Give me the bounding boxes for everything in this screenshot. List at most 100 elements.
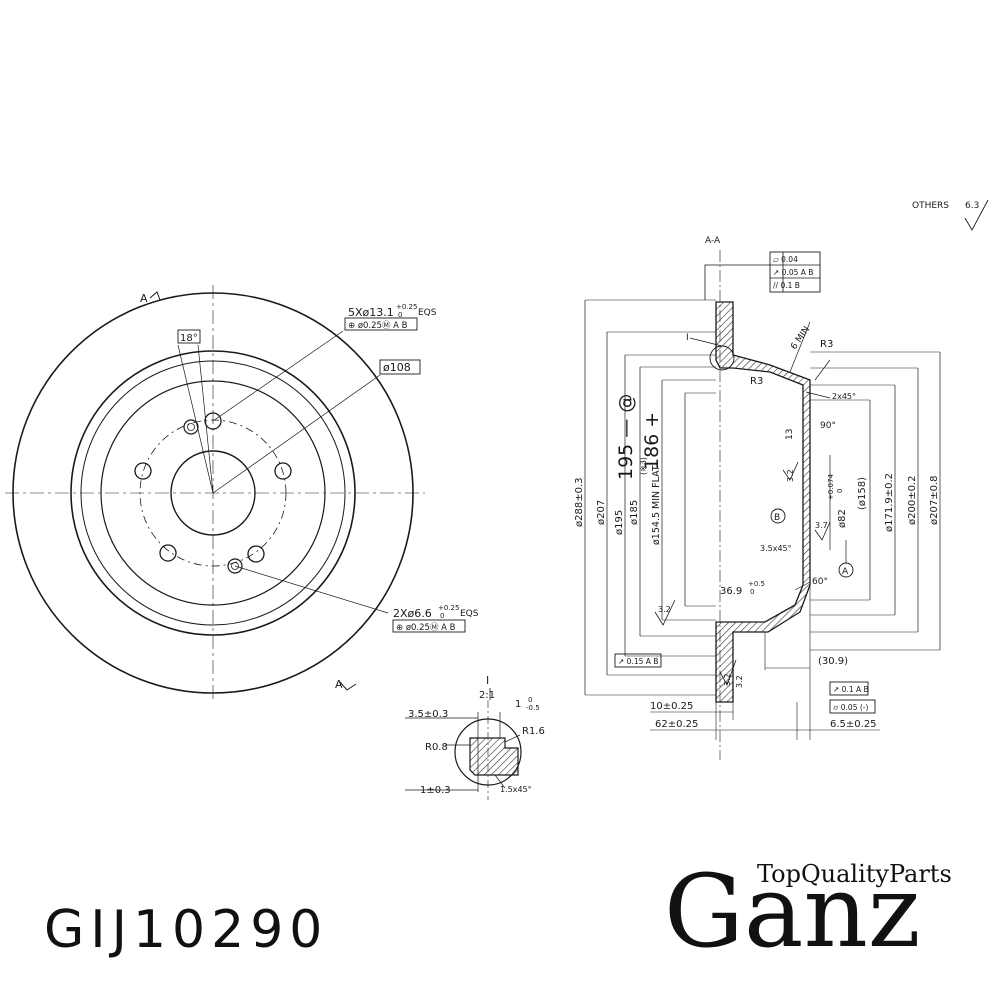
dim-65: 6.5±0.25	[830, 719, 877, 730]
dim-200: ø200±0.2	[907, 476, 918, 526]
gdt-frame-right-2	[829, 699, 876, 714]
dim-60: 60°	[812, 577, 828, 587]
hand-195: 195 — @	[615, 394, 637, 480]
detail-scale: 2:1	[479, 690, 495, 701]
roughness-general: 6.3	[965, 201, 979, 211]
small-hole	[183, 419, 199, 435]
dim-chamfer: 2x45°	[832, 392, 856, 401]
bolt-hole	[274, 462, 292, 480]
small-holes-frame-box	[392, 619, 466, 633]
detail-depth-tol-low: -0.5	[526, 704, 540, 712]
detail-view	[405, 688, 522, 800]
dim-369: 36.9	[720, 586, 742, 597]
part-number: GIJ10290	[44, 900, 329, 960]
dim-369-tol: +0.5	[748, 580, 765, 588]
small-holes-tol-low: 0	[440, 612, 444, 620]
section-view	[584, 199, 989, 760]
dim-37: 3.7	[815, 521, 828, 530]
gdt-parallel: // 0.1 B	[773, 281, 800, 290]
angle-label: 18°	[180, 333, 198, 344]
dim-r3-left: R3	[750, 376, 763, 387]
small-holes-frame: ⊕ ø0.25Ⓜ A B	[396, 623, 456, 633]
detail-r16: R1.6	[522, 726, 545, 737]
detail-section	[469, 737, 519, 776]
small-holes-eqs: EQS	[460, 609, 479, 619]
gdt-runout-left: ↗ 0.15 A B	[618, 657, 658, 666]
small-holes-label: 2Xø6.6	[393, 607, 432, 620]
datum-b-circle	[770, 508, 786, 524]
detail-ref: I	[686, 333, 689, 343]
hand-186: 186 +	[641, 412, 663, 470]
gdt-frame-top	[769, 251, 821, 293]
rotor-profile	[715, 301, 811, 703]
detail-label: I	[486, 674, 489, 687]
detail-view-labels: I 2:1 1 0 -0.5 3.5±0.3 R1.6 R0.8 1±0.3 1…	[408, 674, 545, 796]
pcd-box	[379, 359, 421, 375]
dim-1545: ø154.5 MIN FLAT	[651, 465, 662, 545]
large-holes-tol-low: 0	[398, 311, 402, 319]
section-mark-top: A	[140, 292, 148, 305]
dim-207-right: ø207±0.8	[929, 476, 940, 526]
detail-chamfer: 1.5x45°	[500, 785, 532, 794]
dim-bore-tol: +0.074	[827, 474, 835, 500]
dim-185: ø185	[629, 500, 640, 525]
datum-b: B	[774, 513, 780, 523]
dim-195: ø195	[614, 510, 625, 535]
gdt-runout: ↗ 0.05 A B	[773, 268, 813, 277]
gdt-frame-left	[614, 653, 662, 668]
dim-bore: ø82	[837, 509, 848, 528]
gdt-cyl: ⌭ 0.05 (-)	[833, 703, 868, 712]
pcd-label: ø108	[383, 361, 411, 374]
gdt-flatness: ⏥ 0.04	[773, 255, 798, 264]
rough-32-a: 3.2	[658, 605, 671, 614]
dim-90: 90°	[820, 421, 836, 431]
dim-288: ø288±0.3	[574, 478, 585, 528]
dim-207-left: ø207	[596, 500, 607, 525]
dim-369-tol-low: 0	[750, 588, 754, 596]
dim-13: 13	[785, 429, 795, 440]
gdt-runout-right: ↗ 0.1 A B	[833, 685, 869, 694]
dim-6min: 6 MIN	[789, 325, 812, 352]
detail-r08: R0.8	[425, 742, 448, 753]
others-label: OTHERS	[912, 201, 949, 211]
brand-tagline: TopQualityParts	[757, 860, 952, 888]
small-hole	[187, 423, 195, 431]
section-mark-bottom: A	[335, 678, 343, 691]
small-hole	[231, 562, 239, 570]
gdt-frame-right-1	[829, 681, 869, 696]
front-view-labels: A A 18° 5Xø13.1 +0.25 0 EQS ⊕ ø0.25Ⓜ A B…	[140, 292, 479, 691]
front-view	[5, 285, 466, 700]
dim-309: (30.9)	[818, 656, 848, 667]
note-3: (※3)	[639, 457, 648, 475]
angle-box	[177, 329, 201, 344]
detail-depth: 1	[515, 699, 521, 710]
dim-bore-tol-low: 0	[836, 489, 844, 493]
dim-10: 10±0.25	[650, 701, 693, 712]
detail-dim-top: 3.5±0.3	[408, 709, 448, 720]
section-view-labels: A-A OTHERS 6.3 ⏥ 0.04 ↗ 0.05 A B // 0.1 …	[574, 201, 979, 730]
large-holes-frame-box	[344, 317, 418, 331]
dim-35x45: 3.5x45°	[760, 544, 792, 553]
bolt-hole	[159, 544, 177, 562]
large-holes-eqs: EQS	[418, 308, 437, 318]
detail-depth-tol: 0	[528, 696, 532, 704]
bolt-hole	[134, 462, 152, 480]
dim-r3-top: R3	[820, 339, 833, 350]
dim-1719: ø171.9±0.2	[884, 473, 895, 532]
bolt-hole	[247, 545, 265, 563]
small-hole	[227, 558, 243, 574]
bolt-hole	[204, 412, 222, 430]
brand-logo: Ganz	[664, 853, 921, 970]
large-holes-label: 5Xø13.1	[348, 306, 394, 319]
large-holes-frame: ⊕ ø0.25Ⓜ A B	[348, 321, 408, 331]
rough-32-c: 3.2	[735, 675, 744, 688]
rough-32-b: 3.2	[723, 673, 732, 686]
section-title: A-A	[705, 236, 721, 246]
rough-32-d: 3.2	[786, 469, 795, 482]
dim-158: (ø158)	[857, 477, 868, 510]
large-holes-tol: +0.25	[396, 303, 417, 311]
datum-a: A	[842, 567, 849, 577]
detail-dim-bottom: 1±0.3	[420, 785, 451, 796]
